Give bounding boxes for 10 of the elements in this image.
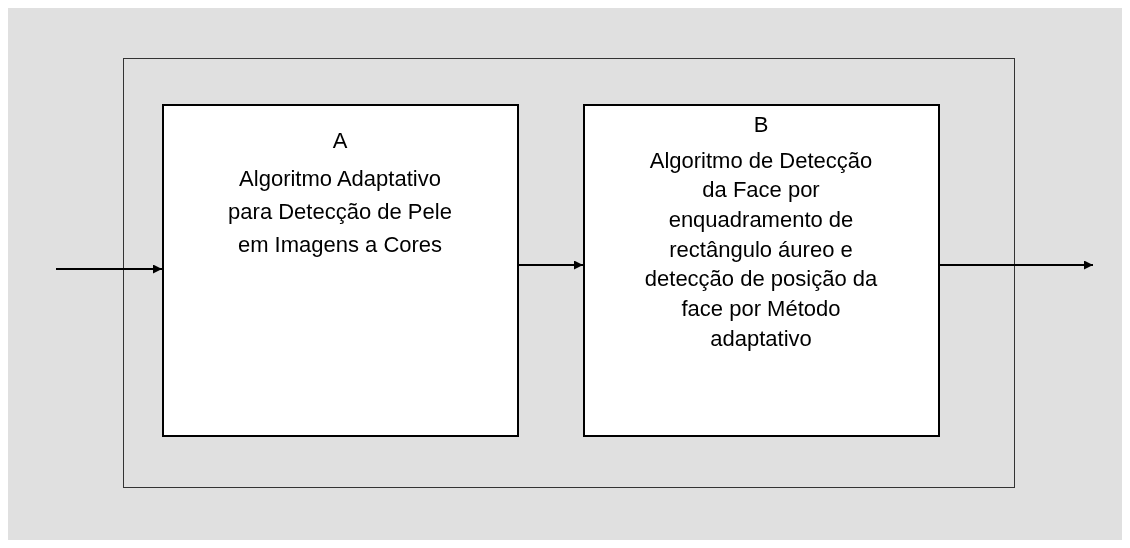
arrow [518, 260, 584, 270]
box-letter: A [331, 127, 349, 154]
process-box [582, 103, 940, 437]
box-description: Algoritmo de Detecção da Face por enquadramento de rectângulo áureo e detecção de posição da face por Método adaptativo [643, 146, 879, 353]
process-box [161, 103, 519, 437]
box-letter: B [752, 111, 770, 138]
arrow [55, 264, 163, 274]
arrow [939, 260, 1094, 270]
frame-box [123, 58, 1015, 488]
box-description: Algoritmo Adaptativo para Detecção de Pele em Imagens a Cores [227, 164, 453, 259]
